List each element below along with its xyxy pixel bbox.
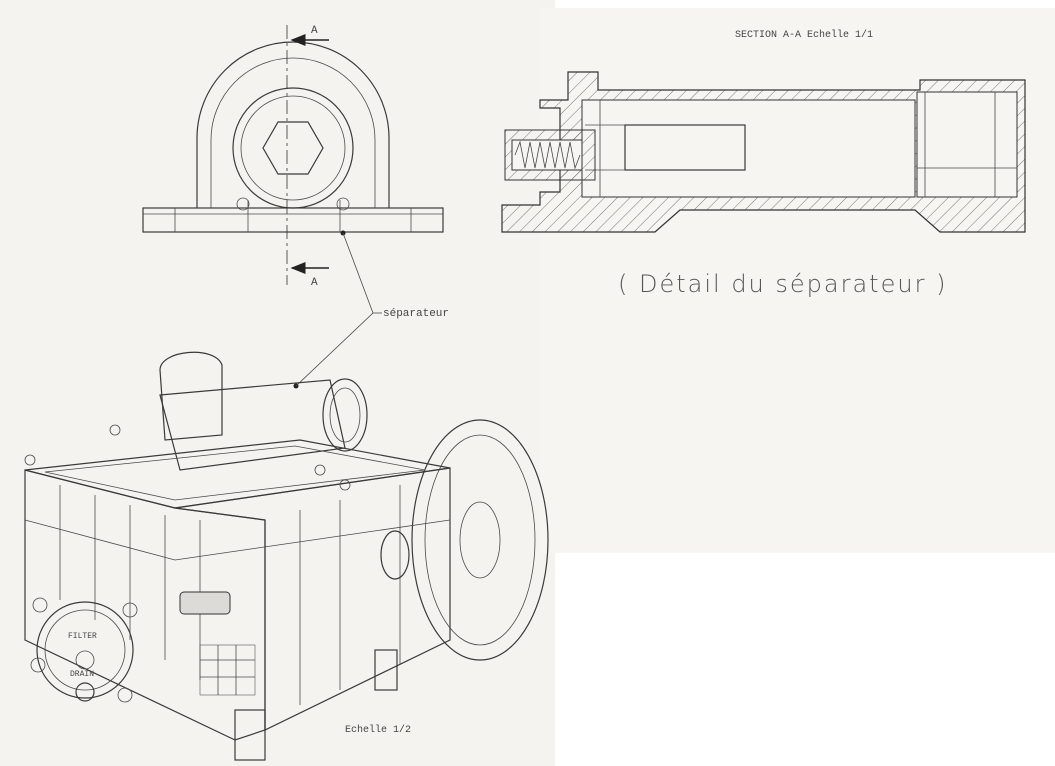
callout-label: séparateur xyxy=(383,308,449,320)
pump-assembly-isometric: FILTER DRAIN xyxy=(24,351,549,761)
separator-callout: séparateur xyxy=(293,230,449,389)
main-drawing-sheet xyxy=(0,0,555,766)
scale-label: Echelle 1/2 xyxy=(345,724,411,736)
filter-label: FILTER xyxy=(68,632,97,641)
section-arrow-label-top: A xyxy=(311,25,318,37)
detail-caption: ( Détail du séparateur ) xyxy=(618,270,947,298)
section-a-a-view: SECTION A-A Echelle 1/1 xyxy=(501,29,1026,233)
section-arrow-label-bottom: A xyxy=(311,277,318,289)
drain-label: DRAIN xyxy=(70,670,94,679)
separator-front-view: A A xyxy=(142,25,444,289)
section-title: SECTION A-A Echelle 1/1 xyxy=(735,29,873,41)
